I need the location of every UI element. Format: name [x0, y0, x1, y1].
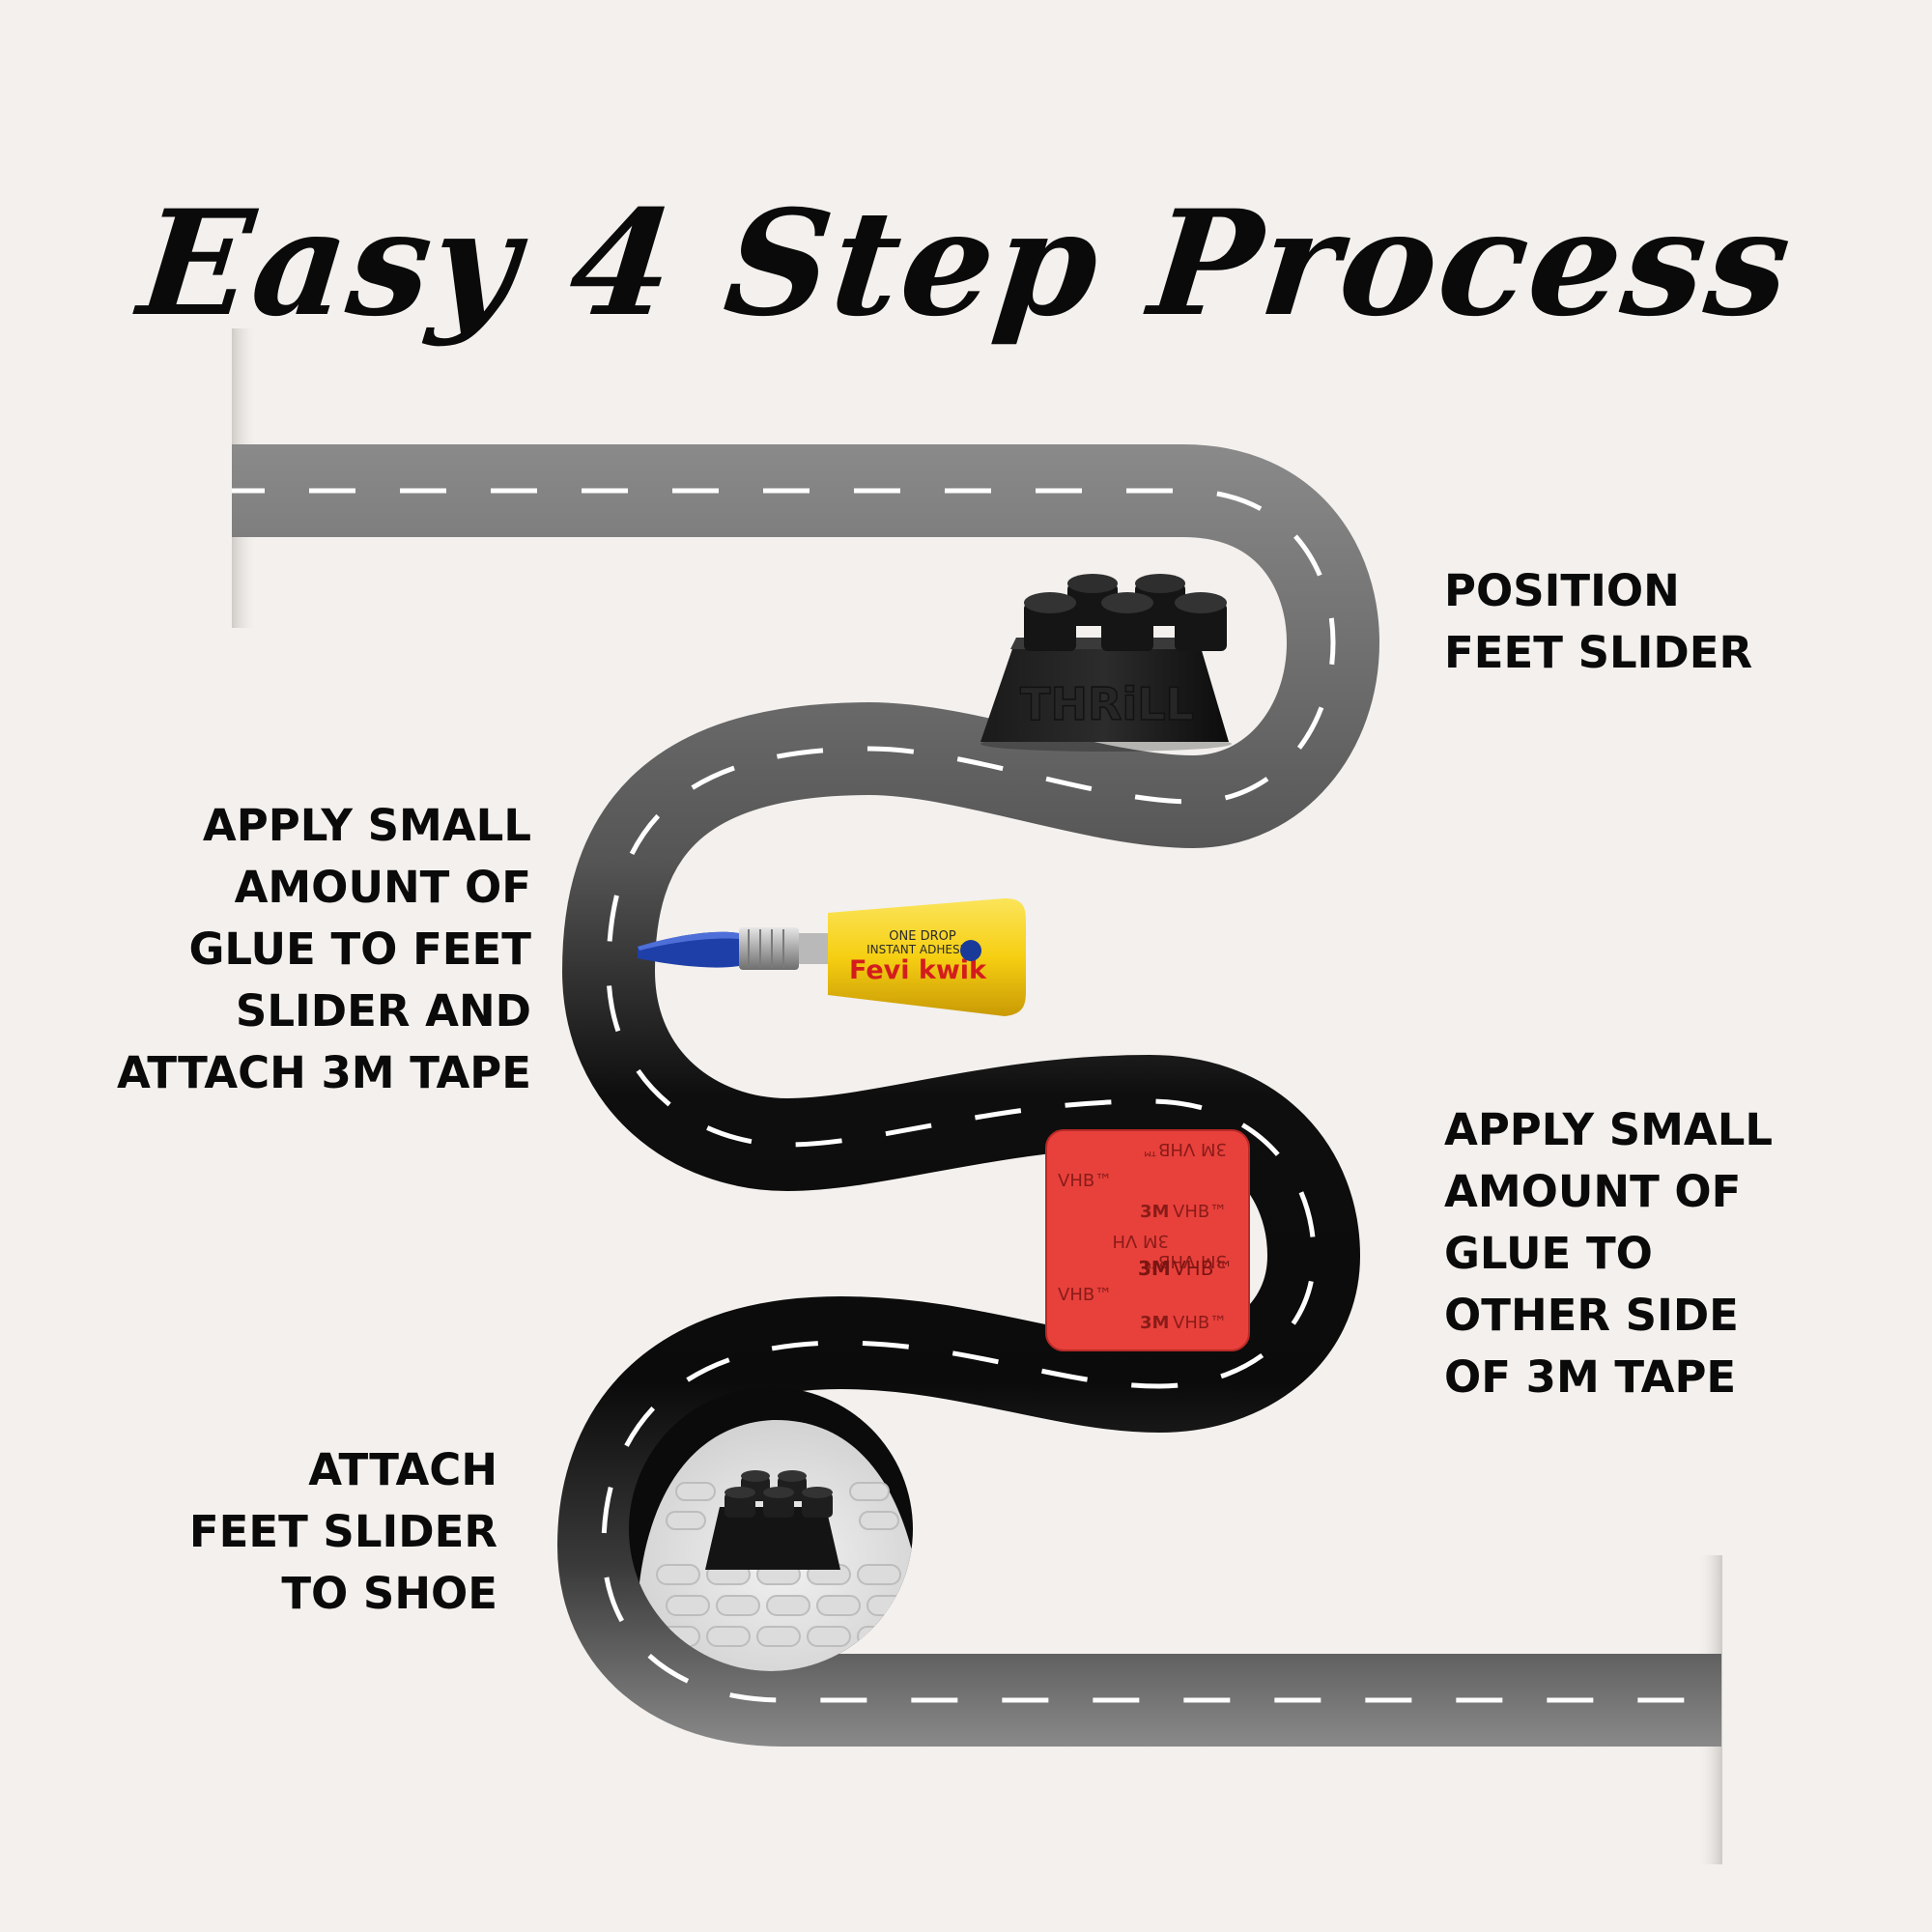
step-2-line: SLIDER AND [235, 985, 531, 1037]
glue-line2-text: INSTANT ADHESIVE [867, 943, 979, 956]
svg-text:VHB™: VHB™ [1058, 1171, 1112, 1191]
step-1-line: FEET SLIDER [1444, 627, 1753, 678]
glue-brand-text: Fevi kwik [849, 955, 987, 985]
svg-text:VHB™: VHB™ [1058, 1285, 1112, 1305]
svg-text:3M VH: 3M VH [1112, 1231, 1169, 1251]
step-4-text: ATTACH FEET SLIDER TO SHOE [189, 1439, 497, 1625]
step-3-text: APPLY SMALL AMOUNT OF GLUE TO OTHER SIDE… [1444, 1099, 1773, 1408]
step-2-line: ATTACH 3M TAPE [117, 1047, 531, 1098]
step-2-line: APPLY SMALL [202, 800, 531, 851]
step-4-line: FEET SLIDER [188, 1506, 497, 1557]
step-4-line: ATTACH [308, 1444, 497, 1495]
svg-text:3M: 3M [1140, 1313, 1169, 1333]
tape-text-3m: 3M [1138, 1257, 1171, 1280]
svg-text:3M VHB™: 3M VHB™ [1141, 1251, 1227, 1271]
step-3-line: GLUE TO [1444, 1228, 1653, 1279]
step-3-line: OF 3M TAPE [1444, 1351, 1737, 1403]
step-4-line: TO SHOE [281, 1568, 497, 1619]
tape-text-vhb: VHB™ [1173, 1257, 1233, 1280]
svg-text:VHB™: VHB™ [1173, 1202, 1227, 1222]
slider-brand-text: THRiLL [1020, 678, 1194, 730]
shoe-sole-image [629, 1387, 913, 1671]
svg-text:3M: 3M [1140, 1202, 1169, 1222]
feet-slider-image: THRiLL [980, 574, 1232, 752]
glue-tube-image: ONE DROP INSTANT ADHESIVE Fevi kwik [638, 898, 1026, 1016]
road [232, 444, 1721, 1747]
glue-line1-text: ONE DROP [889, 929, 956, 944]
step-2-line: GLUE TO FEET [188, 923, 532, 975]
svg-text:VHB™: VHB™ [1173, 1313, 1227, 1333]
step-2-line: AMOUNT OF [234, 862, 531, 913]
step-3-line: AMOUNT OF [1444, 1166, 1742, 1217]
svg-text:3M VHB™: 3M VHB™ [1141, 1139, 1227, 1159]
step-1-line: POSITION [1444, 565, 1680, 616]
step-2-text: APPLY SMALL AMOUNT OF GLUE TO FEET SLIDE… [117, 795, 531, 1104]
step-1-text: POSITION FEET SLIDER [1444, 560, 1752, 684]
step-3-line: OTHER SIDE [1444, 1290, 1739, 1341]
page-title: Easy 4 Step Process [131, 179, 1801, 349]
step-3-line: APPLY SMALL [1444, 1104, 1774, 1155]
